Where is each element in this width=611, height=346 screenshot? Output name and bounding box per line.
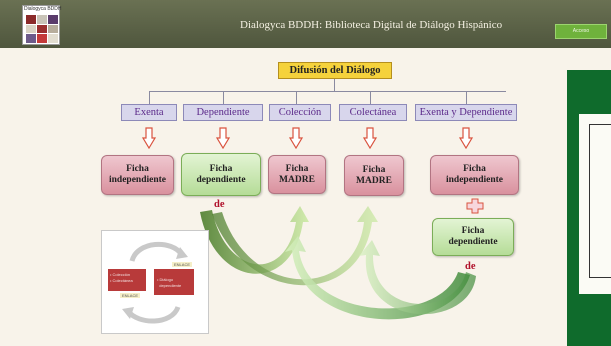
connector-drop-5 <box>466 91 467 104</box>
ficha-line: Ficha <box>209 163 233 174</box>
thumb-left-line: • Colección <box>110 272 131 277</box>
de-label: de <box>214 199 225 210</box>
ficha-line: dependiente <box>196 174 246 185</box>
access-button[interactable]: Acceso <box>555 24 607 39</box>
site-title: Dialogyca BDDH: Biblioteca Digital de Di… <box>240 19 503 31</box>
connector-horizontal <box>149 91 506 92</box>
thumb-left-line: • Colectánea <box>110 278 133 283</box>
ficha-line: MADRE <box>356 175 392 186</box>
ficha-line: MADRE <box>279 174 315 185</box>
plus-icon <box>466 198 484 214</box>
thumb-right-line: • Diálogo <box>157 277 174 282</box>
ficha-madre-colectanea: Ficha MADRE <box>344 155 404 196</box>
down-arrow-icon <box>142 127 156 149</box>
logo-caption: Dialogyca BDDH <box>24 6 62 12</box>
ficha-line: Ficha <box>285 163 309 174</box>
connector-drop-2 <box>223 91 224 104</box>
ficha-line: Ficha <box>126 164 149 174</box>
ficha-line: independiente <box>108 175 166 185</box>
diagram-root-box: Difusión del Diálogo <box>278 62 392 79</box>
thumb-enlace-tag: ENLACE <box>172 262 193 267</box>
ficha-independiente-exenta-y-dependiente: Ficha independiente <box>430 155 519 195</box>
right-panel-frame <box>589 124 611 278</box>
ficha-line: dependiente <box>448 237 498 247</box>
down-arrow-icon <box>363 127 377 149</box>
ficha-independiente-exenta: Ficha independiente <box>101 155 174 195</box>
thumb-enlace-tag: ENLACE <box>120 293 141 298</box>
connector-drop-1 <box>149 91 150 104</box>
down-arrow-icon <box>289 127 303 149</box>
down-arrow-icon <box>216 127 230 149</box>
category-exenta-y-dependiente: Exenta y Dependiente <box>415 104 517 121</box>
logo-mosaic <box>26 15 58 43</box>
ficha-line: Ficha <box>463 164 486 174</box>
right-panel-content <box>579 114 611 294</box>
enlace-thumbnail[interactable]: • Colección • Colectánea • Diálogo depen… <box>101 230 209 334</box>
category-dependiente: Dependiente <box>183 104 263 121</box>
thumb-right-line: dependiente <box>157 283 182 288</box>
ficha-madre-coleccion: Ficha MADRE <box>268 155 326 194</box>
enlace-thumbnail-illustration <box>108 241 194 324</box>
category-coleccion: Colección <box>269 104 331 121</box>
category-colectanea: Colectánea <box>339 104 407 121</box>
ficha-line: independiente <box>445 175 503 185</box>
ficha-line: Ficha <box>461 226 485 236</box>
ficha-dependiente: Ficha dependiente <box>181 153 261 196</box>
ficha-dependiente-exenta-y-dependiente: Ficha dependiente <box>432 218 514 256</box>
connector-drop-3 <box>296 91 297 104</box>
site-logo[interactable]: Dialogyca BDDH <box>22 5 62 45</box>
category-exenta: Exenta <box>121 104 177 121</box>
connector-drop-4 <box>370 91 371 104</box>
connector-vertical <box>334 79 335 91</box>
ficha-line: Ficha <box>362 164 386 175</box>
down-arrow-icon <box>459 127 473 149</box>
de-label: de <box>465 261 476 272</box>
header-bar: Dialogyca BDDH Dialogyca BDDH: Bibliotec… <box>0 0 611 48</box>
